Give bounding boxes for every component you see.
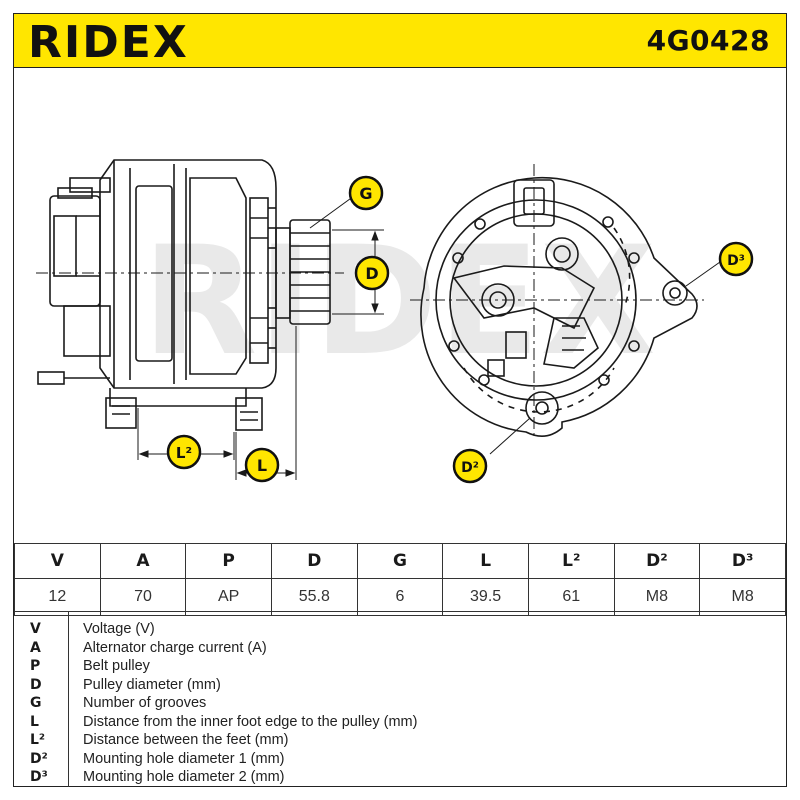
legend: V Voltage (V) A Alternator charge curren… — [14, 611, 786, 787]
watermark-text: RIDEX — [142, 215, 656, 389]
callout-d2-text: D² — [461, 460, 479, 476]
spec-header-cell: D³ — [699, 543, 786, 579]
part-number: 4G0428 — [646, 24, 770, 57]
legend-symbol: D² — [30, 750, 48, 767]
logo-text: RIDEX — [28, 18, 189, 63]
spec-header-cell: L — [442, 543, 529, 579]
product-sheet: RIDEX 4G0428 RIDEX — [13, 13, 787, 787]
legend-row: D² Mounting hole diameter 1 (mm) — [14, 750, 786, 768]
callout-g: G — [348, 175, 384, 211]
callout-l: L — [244, 447, 280, 483]
legend-row: G Number of grooves — [14, 694, 786, 712]
legend-symbol: P — [30, 658, 41, 674]
callout-d3-text: D³ — [727, 253, 745, 269]
legend-row: D³ Mounting hole diameter 2 (mm) — [14, 768, 786, 786]
legend-row: A Alternator charge current (A) — [14, 639, 786, 657]
callout-d3: D³ — [718, 241, 754, 277]
header-bar: RIDEX 4G0428 — [14, 14, 786, 68]
legend-divider — [68, 612, 69, 787]
legend-description: Pulley diameter (mm) — [83, 676, 221, 693]
spec-header-cell: A — [99, 543, 187, 579]
legend-symbol: V — [30, 621, 41, 637]
legend-symbol: L — [30, 713, 39, 730]
legend-row: D Pulley diameter (mm) — [14, 676, 786, 694]
spec-header-row: V A P D G L L² D² D³ — [14, 543, 786, 579]
spec-header-cell: P — [185, 543, 272, 579]
callout-l2: L² — [166, 434, 202, 470]
spec-value-row: 12 70 AP 55.8 6 39.5 61 M8 M8 — [14, 578, 786, 616]
callout-l-text: L — [257, 456, 267, 475]
legend-description: Distance from the inner foot edge to the… — [83, 713, 418, 730]
spec-header-cell: G — [356, 543, 444, 579]
legend-row: L² Distance between the feet (mm) — [14, 731, 786, 749]
callout-d-text: D — [365, 264, 378, 283]
legend-description: Mounting hole diameter 1 (mm) — [83, 750, 285, 767]
side-view — [37, 159, 331, 431]
spec-value-cell: AP — [185, 578, 272, 616]
spec-header-cell: V — [14, 543, 101, 579]
spec-value-cell: 70 — [99, 578, 187, 616]
legend-symbol: D — [30, 676, 42, 693]
legend-symbol: D³ — [30, 769, 48, 785]
legend-symbol: G — [30, 695, 42, 711]
legend-symbol: L² — [30, 732, 46, 748]
legend-description: Alternator charge current (A) — [83, 639, 267, 656]
callout-d: D — [354, 255, 390, 291]
spec-value-cell: M8 — [613, 578, 701, 616]
legend-description: Distance between the feet (mm) — [83, 732, 289, 748]
front-leaders — [489, 261, 721, 455]
legend-symbol: A — [30, 639, 41, 656]
ridex-logo: RIDEX — [28, 18, 189, 63]
callout-g-text: G — [359, 184, 372, 203]
technical-drawing: RIDEX — [36, 159, 754, 484]
callout-d2: D² — [452, 448, 488, 484]
front-centerlines — [410, 164, 704, 436]
spec-value-cell: 39.5 — [442, 578, 529, 616]
spec-value-cell: 61 — [527, 578, 615, 616]
spec-header-cell: D² — [613, 543, 701, 579]
spec-value-cell: M8 — [699, 578, 786, 616]
legend-description: Belt pulley — [83, 658, 150, 674]
legend-row: V Voltage (V) — [14, 620, 786, 638]
spec-table: V A P D G L L² D² D³ 12 70 AP 55.8 6 39.… — [14, 543, 786, 616]
legend-description: Number of grooves — [83, 695, 207, 711]
spec-value-cell: 12 — [14, 578, 101, 616]
spec-header-cell: D — [270, 543, 358, 579]
spec-value-cell: 6 — [356, 578, 444, 616]
spec-header-cell: L² — [527, 543, 615, 579]
legend-row: L Distance from the inner foot edge to t… — [14, 713, 786, 731]
legend-description: Mounting hole diameter 2 (mm) — [83, 769, 285, 785]
spec-value-cell: 55.8 — [270, 578, 358, 616]
legend-row: P Belt pulley — [14, 657, 786, 675]
legend-description: Voltage (V) — [83, 621, 155, 637]
callout-l2-text: L² — [176, 444, 192, 462]
